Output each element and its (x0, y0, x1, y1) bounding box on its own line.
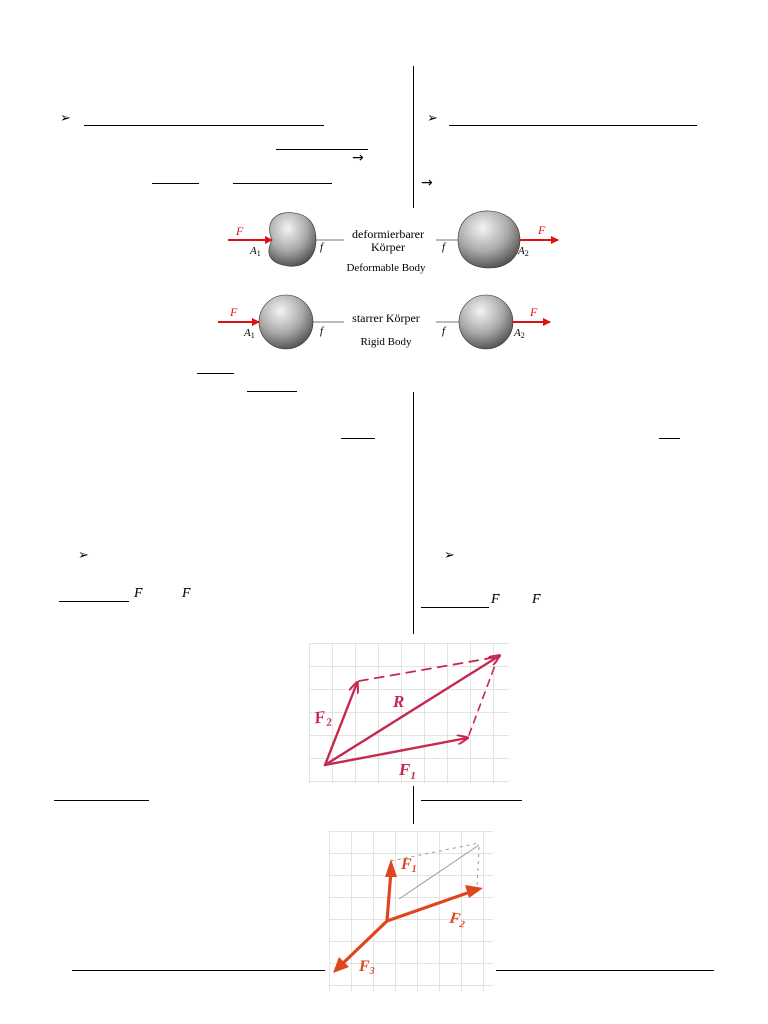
label-f3: F3 (358, 958, 375, 977)
fill-in-blank (496, 970, 714, 971)
line-label-f: f (320, 325, 325, 337)
fill-in-blank (421, 800, 522, 801)
point-label-a2: A2 (517, 245, 529, 258)
fill-in-blank (197, 373, 234, 374)
vector-f2 (385, 889, 475, 923)
force-vector-symbol: →F (134, 582, 144, 601)
fill-in-blank (247, 391, 297, 392)
bullet-marker: ➢ (444, 548, 455, 563)
force-label-right: F (529, 305, 538, 319)
bullet-marker: ➢ (78, 548, 89, 563)
column-divider-top (413, 66, 414, 208)
force-label-left: F (229, 305, 238, 319)
fill-in-blank (72, 970, 325, 971)
line-label-f: f (442, 325, 447, 337)
vector-f1 (385, 869, 393, 923)
force-vector-symbol: →F (491, 588, 501, 607)
fill-in-blank (341, 438, 375, 439)
fill-in-blank (84, 125, 324, 126)
body-label-en: Deformable Body (346, 262, 426, 274)
body-label-en: Rigid Body (360, 336, 412, 348)
dashed-construction-line (468, 659, 498, 736)
label-f2: F2 (312, 706, 333, 730)
fill-in-blank (59, 601, 129, 602)
fill-in-blank (449, 125, 697, 126)
fill-in-blank (276, 149, 368, 150)
body-label-de-2: Körper (371, 240, 405, 254)
rigid-body-right (458, 294, 514, 350)
point-label-a1: A1 (249, 245, 261, 258)
bullet-marker: ➢ (427, 111, 438, 126)
bullet-marker: ➢ (60, 111, 71, 126)
force-vector-symbol: →F (182, 582, 192, 601)
force-vector-symbol: →F (532, 588, 542, 607)
label-r: R (392, 692, 404, 711)
deformable-rigid-body-figure: F A1 f deformierbarer Körper Deformable … (218, 210, 559, 350)
vector-resultant-r (323, 656, 499, 767)
dashed-construction-line (358, 656, 498, 682)
fill-in-blank (152, 183, 199, 184)
label-f1: F1 (400, 856, 417, 875)
rigid-body-left (258, 294, 314, 350)
pencil-resultant-line (398, 844, 480, 900)
line-label-f: f (442, 241, 447, 253)
fill-in-blank (54, 800, 149, 801)
force-label-left: F (235, 224, 244, 238)
rigid-body-row: F A1 f starrer Körper Rigid Body F f A2 (218, 294, 551, 350)
line-label-f: f (320, 241, 325, 253)
column-divider-bottom (413, 786, 414, 824)
pencil-dashed-line (476, 846, 480, 890)
label-f1: F1 (398, 760, 416, 782)
pencil-dashed-line (390, 842, 480, 862)
parallelogram-law-sketch: R F2 F1 (309, 643, 509, 783)
deformable-body-left (268, 212, 317, 267)
implies-arrow: → (352, 150, 364, 166)
body-label-de: starrer Körper (352, 311, 420, 325)
fill-in-blank (233, 183, 332, 184)
label-f2: F2 (447, 909, 466, 930)
point-label-a1: A1 (243, 327, 255, 340)
deformable-body-row: F A1 f deformierbarer Körper Deformable … (228, 210, 559, 274)
deformable-body-right (457, 210, 521, 269)
fill-in-blank (659, 438, 680, 439)
fill-in-blank (421, 607, 489, 608)
concurrent-forces-sketch: F1 F2 F3 (329, 831, 493, 991)
column-divider-middle (413, 392, 414, 634)
force-label-right: F (537, 223, 546, 237)
vector-f3 (337, 919, 389, 969)
implies-arrow: → (421, 175, 433, 191)
vector-f2 (323, 683, 357, 767)
body-label-de: deformierbarer (352, 227, 424, 241)
vector-f1 (323, 738, 467, 767)
point-label-a2: A2 (513, 327, 525, 340)
